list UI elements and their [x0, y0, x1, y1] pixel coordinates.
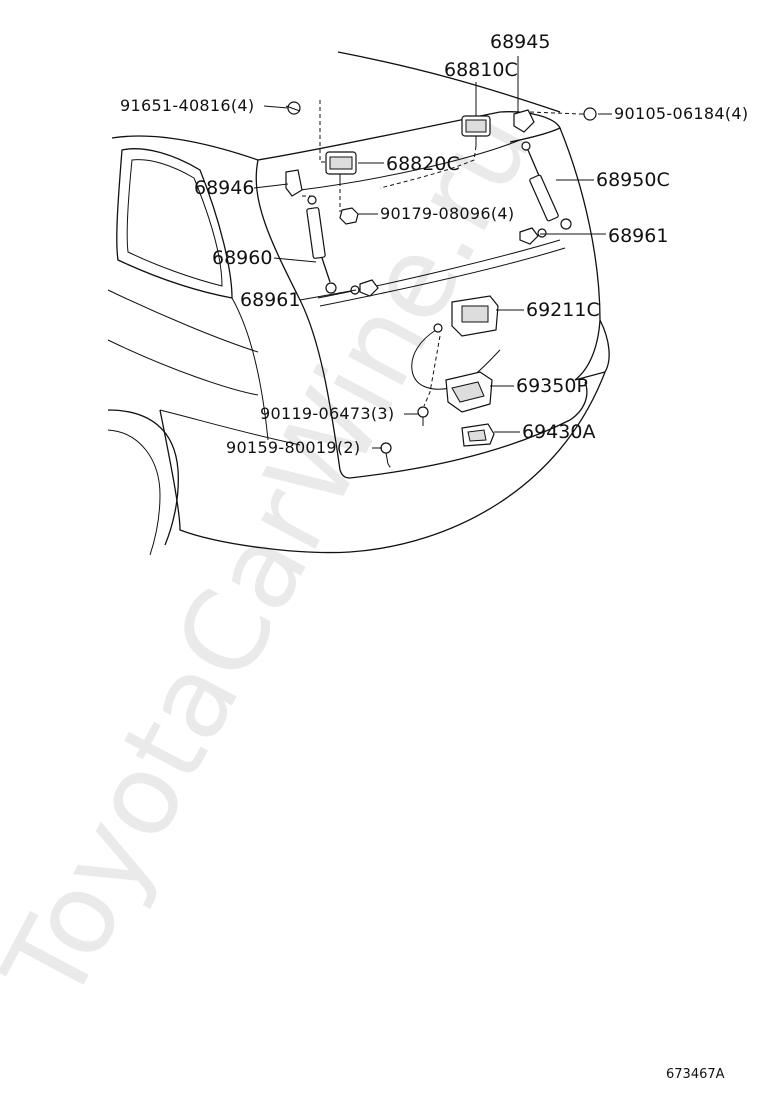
label-69350p: 69350P: [516, 375, 588, 397]
side-window-inner: [126, 159, 223, 287]
label-68945: 68945: [490, 31, 550, 53]
label-68946: 68946: [194, 177, 254, 199]
bolt-90119: [417, 406, 429, 426]
hinge-68820c: [325, 151, 357, 182]
hatch-bottom: [349, 381, 588, 479]
body-side-crease: [107, 289, 259, 353]
bolt-90105: [580, 107, 597, 121]
label-68961-left: 68961: [240, 289, 300, 311]
label-90119-06473: 90119-06473(3): [260, 404, 394, 423]
damper-68960: [306, 195, 337, 294]
ball-stud-68961-right: [519, 227, 547, 245]
glass-lower-line-2: [319, 247, 566, 307]
striker-69430a: [461, 423, 495, 447]
cable-end: [433, 323, 443, 333]
wheel-arch: [107, 409, 179, 546]
watermark-text: ToyotaCarWine.ru: [0, 87, 559, 1023]
label-90159-80019: 90159-80019(2): [226, 438, 360, 457]
figure-code: 673467A: [666, 1067, 725, 1082]
wheel: [107, 429, 161, 556]
label-68820c: 68820C: [386, 153, 460, 175]
vehicle-body: [107, 51, 610, 556]
handle-69211c: [451, 295, 499, 337]
body-side-crease-2: [107, 339, 259, 396]
part-labels: 68945 68810C 91651-40816(4) 90105-06184(…: [120, 31, 748, 457]
ball-stud-68961-left: [350, 279, 379, 297]
label-69430a: 69430A: [522, 421, 595, 443]
body-top-side: [111, 135, 259, 161]
nut-90179: [339, 207, 359, 225]
label-68950c: 68950C: [596, 169, 670, 191]
label-68960: 68960: [212, 247, 272, 269]
label-90105-06184: 90105-06184(4): [614, 104, 748, 123]
release-cable: [411, 329, 501, 390]
label-68810c: 68810C: [444, 59, 518, 81]
bracket-68946: [285, 169, 303, 197]
label-68961-right: 68961: [608, 225, 668, 247]
bumper-right: [574, 319, 610, 381]
label-90179-08096: 90179-08096(4): [380, 204, 514, 223]
hatch-upper-edge: [299, 139, 521, 191]
spoiler: [257, 111, 561, 161]
label-69211c: 69211C: [526, 299, 600, 321]
side-window: [116, 148, 233, 299]
body-lower-side: [159, 409, 301, 446]
hatch-right-side: [559, 127, 601, 381]
parts: [285, 101, 597, 465]
label-91651-40816: 91651-40816(4): [120, 96, 254, 115]
pillar-line: [231, 297, 269, 441]
lock-69350p: [445, 371, 493, 413]
screw-90159: [380, 442, 392, 465]
leader-lines: [253, 56, 612, 471]
hatch-left-side: [255, 159, 351, 479]
bumper-lower: [159, 371, 606, 554]
roof-edge: [337, 51, 561, 113]
bracket-68945: [513, 109, 535, 133]
bolt-91651: [285, 101, 301, 115]
damper-68950c: [521, 141, 572, 230]
